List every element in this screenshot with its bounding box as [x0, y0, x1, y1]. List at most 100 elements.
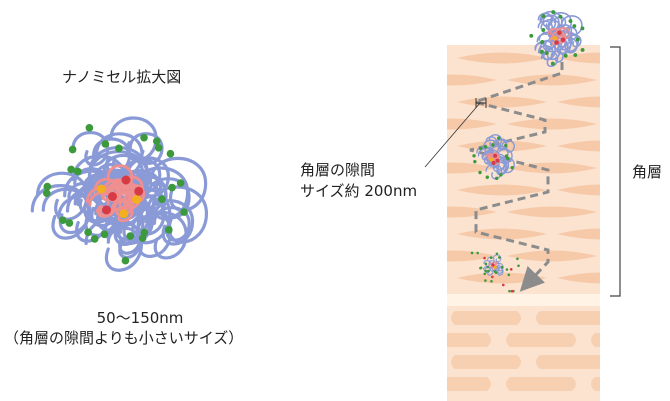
surface-dot-green — [573, 53, 578, 57]
surface-dot-green — [154, 144, 163, 152]
corneocyte-cell — [457, 228, 547, 240]
surface-dot-green — [494, 176, 499, 181]
released-particle — [507, 273, 511, 277]
surface-dot-green — [572, 24, 577, 29]
released-particle — [505, 268, 509, 271]
polymer-chain — [482, 266, 491, 274]
surface-dot-green — [497, 136, 501, 140]
released-particle — [476, 251, 479, 255]
released-particle — [510, 289, 514, 293]
surface-dot-green — [43, 182, 52, 191]
surface-dot-green — [478, 170, 482, 175]
polymer-chain — [131, 166, 190, 221]
surface-dot-green — [126, 232, 135, 240]
surface-dot-green — [483, 145, 488, 149]
drug-dot-red — [495, 158, 500, 163]
corneocyte-cell — [447, 162, 497, 174]
gap-label-line2: サイズ約 200nm — [300, 182, 418, 200]
drug-dot-red — [102, 205, 111, 215]
released-particle — [483, 272, 487, 276]
surface-dot-green — [539, 49, 544, 54]
epidermis-cell — [451, 355, 521, 369]
polymer-chain — [537, 20, 553, 35]
surface-dot-green — [152, 137, 161, 146]
surface-dot-green — [551, 10, 556, 15]
core-chain — [491, 152, 499, 160]
corneocyte-cell — [557, 228, 600, 240]
surface-dot-green — [473, 159, 477, 164]
polymer-chain — [492, 161, 507, 175]
corneocyte-cell — [457, 52, 547, 64]
surface-dot-green — [544, 51, 549, 56]
surface-dot-green — [121, 256, 130, 265]
surface-dot-green — [176, 179, 185, 187]
surface-dot-green — [100, 230, 109, 239]
surface-dot-green — [499, 173, 503, 177]
polymer-chain — [71, 131, 110, 167]
surface-dot-green — [500, 265, 504, 269]
surface-dot-green — [541, 14, 546, 19]
released-particle — [479, 266, 483, 270]
corneocyte-cell — [557, 184, 600, 196]
released-particle — [484, 269, 488, 273]
drug-dot-yellow — [119, 209, 129, 219]
surface-dot-green — [65, 219, 74, 227]
surface-dot-green — [164, 226, 173, 234]
skin-boundary-band — [447, 294, 600, 306]
corneocyte-cell — [607, 75, 670, 86]
polymer-chain — [495, 138, 508, 150]
surface-dot-green — [85, 124, 94, 132]
core-chain — [485, 153, 493, 161]
released-particle — [508, 289, 511, 293]
gap-label-line1: 角層の隙間 — [300, 161, 376, 179]
surface-dot-green — [580, 47, 585, 52]
drug-dot-red — [121, 175, 131, 185]
released-particle — [517, 264, 520, 268]
surface-dot-green — [138, 234, 147, 243]
surface-dot-green — [68, 145, 77, 154]
corneocyte-cell — [447, 74, 497, 86]
released-particle — [501, 283, 505, 287]
surface-dot-green — [101, 140, 110, 148]
surface-dot-green — [504, 154, 509, 158]
epidermis-cell — [621, 311, 670, 325]
surface-dot-green — [580, 26, 585, 31]
surface-dot-green — [484, 262, 488, 266]
surface-dot-green — [491, 143, 495, 147]
drug-dot-yellow — [489, 157, 494, 162]
epidermis-cell — [536, 355, 600, 369]
surface-dot-green — [59, 216, 67, 224]
surface-dot-green — [498, 256, 501, 259]
corneocyte-cell — [557, 96, 600, 108]
released-particle — [491, 275, 494, 279]
drug-dot-red — [554, 40, 559, 45]
drug-dot-red — [493, 153, 498, 158]
drug-dot-red — [491, 160, 496, 165]
surface-dot-green — [73, 167, 82, 176]
drug-dot-red — [560, 37, 566, 43]
surface-dot-green — [168, 183, 176, 192]
polymer-chain — [135, 210, 188, 260]
surface-dot-green — [486, 269, 490, 273]
surface-dot-green — [84, 228, 92, 237]
size-comparison-note: （角層の隙間よりも小さいサイズ） — [4, 329, 244, 347]
polymer-chain — [542, 14, 560, 31]
nanomicelle-in-gap — [472, 134, 515, 181]
corneocyte-cell — [557, 140, 600, 152]
drug-dot-yellow — [552, 36, 557, 41]
layer-label: 角層 — [632, 163, 663, 181]
polymer-chain — [145, 177, 191, 220]
surface-dot-green — [563, 53, 568, 58]
penetration-path — [469, 62, 564, 292]
epidermis-cell — [506, 333, 576, 347]
surface-dot-green — [575, 37, 580, 42]
enlarged-view-title: ナノミセル拡大図 — [62, 68, 182, 86]
released-particle — [516, 257, 519, 261]
epidermis-cell — [591, 333, 600, 347]
polymer-chain — [494, 267, 504, 276]
surface-dot-green — [140, 133, 148, 142]
corneocyte-cell — [607, 251, 670, 262]
polymer-chain — [30, 184, 91, 240]
polymer-chain — [35, 171, 89, 221]
